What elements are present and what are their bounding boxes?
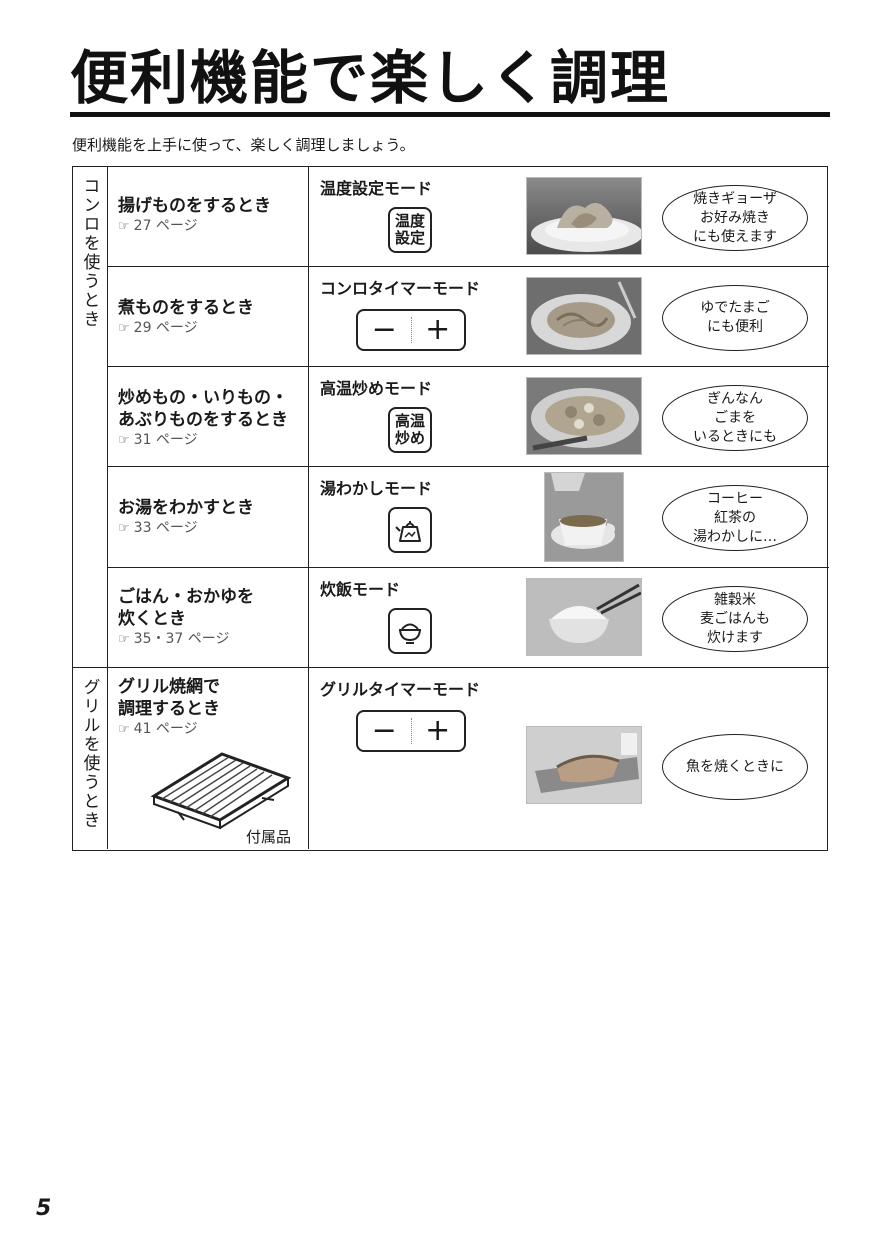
situation-cell: グリル焼網で 調理するとき ☞41 ページ <box>108 668 309 849</box>
mode-name: グリルタイマーモード <box>320 680 481 699</box>
pasta-photo <box>526 277 642 355</box>
boil-water-button <box>388 507 432 553</box>
button-divider <box>410 718 412 744</box>
situation-text: 煮ものをするとき <box>118 298 254 318</box>
section-label-cell: コンロを使うとき <box>73 167 108 667</box>
high-temp-stirfry-button: 高温 炒め <box>388 407 432 453</box>
pointing-hand-icon: ☞ <box>118 521 130 536</box>
plus-icon: + <box>425 312 451 347</box>
section-label: コンロを使うとき <box>79 177 100 329</box>
grilled-fish-photo <box>526 726 642 804</box>
rice-photo <box>526 578 642 656</box>
kettle-icon <box>395 521 421 542</box>
usage-tip-bubble: コーヒー 紅茶の 湯わかしに… <box>662 485 808 551</box>
page-subtitle: 便利機能を上手に使って、楽しく調理しましょう。 <box>72 136 415 154</box>
page-reference: ☞33 ページ <box>118 520 198 536</box>
page-reference: ☞31 ページ <box>118 432 198 448</box>
grill-rack-illustration <box>150 752 292 830</box>
pointing-hand-icon: ☞ <box>118 321 130 336</box>
table-row: ごはん・おかゆを 炊くとき ☞35・37 ページ 炊飯モード <box>108 568 829 668</box>
stove-timer-button: − + <box>356 309 466 351</box>
title-underline <box>70 112 830 117</box>
stirfry-photo <box>526 377 642 455</box>
table-row: 煮ものをするとき ☞29 ページ コンロタイマーモード − + ゆでたま <box>108 267 829 367</box>
table-row: 炒めもの・いりもの・ あぶりものをするとき ☞31 ページ 高温炒めモード 高温… <box>108 367 829 467</box>
mode-name: 湯わかしモード <box>320 479 433 498</box>
situation-text: 炒めもの・いりもの・ あぶりものをするとき <box>118 388 288 430</box>
table-row: 揚げものをするとき ☞27 ページ 温度設定モード 温度 設定 焼きギョーザ お… <box>108 167 829 267</box>
page-title: 便利機能で楽しく調理 <box>70 44 671 112</box>
situation-cell: 揚げものをするとき ☞27 ページ <box>108 167 309 266</box>
situation-text: お湯をわかすとき <box>118 498 254 518</box>
section-stove: コンロを使うとき 揚げものをするとき ☞27 ページ 温度設定モード 温度 設定 <box>73 167 829 668</box>
plus-icon: + <box>425 713 451 748</box>
situation-cell: お湯をわかすとき ☞33 ページ <box>108 467 309 567</box>
situation-text: グリル焼網で 調理するとき <box>118 677 220 719</box>
usage-tip-bubble: 焼きギョーザ お好み焼き にも使えます <box>662 185 808 251</box>
usage-tip-bubble: 魚を焼くときに <box>662 734 808 800</box>
rice-bowl-icon <box>399 623 421 644</box>
usage-tip-bubble: ゆでたまご にも便利 <box>662 285 808 351</box>
mode-name: 炊飯モード <box>320 580 401 599</box>
tempura-photo <box>526 177 642 255</box>
pointing-hand-icon: ☞ <box>118 433 130 448</box>
pointing-hand-icon: ☞ <box>118 632 130 647</box>
rice-cooking-button <box>388 608 432 654</box>
page-reference: ☞41 ページ <box>118 721 198 737</box>
usage-tip-bubble: 雑穀米 麦ごはんも 炊けます <box>662 586 808 652</box>
situation-text: 揚げものをするとき <box>118 196 271 216</box>
mode-name: コンロタイマーモード <box>320 279 481 298</box>
usage-tip-bubble: ぎんなん ごまを いるときにも <box>662 385 808 451</box>
page-reference: ☞35・37 ページ <box>118 631 230 647</box>
situation-cell: 炒めもの・いりもの・ あぶりものをするとき ☞31 ページ <box>108 367 309 466</box>
situation-cell: ごはん・おかゆを 炊くとき ☞35・37 ページ <box>108 568 309 668</box>
pointing-hand-icon: ☞ <box>118 722 130 737</box>
table-row: お湯をわかすとき ☞33 ページ 湯わかしモード <box>108 467 829 568</box>
minus-icon: − <box>371 312 397 347</box>
accessory-label: 付属品 <box>246 828 292 846</box>
pointing-hand-icon: ☞ <box>118 219 130 234</box>
temperature-setting-button: 温度 設定 <box>388 207 432 253</box>
mode-name: 高温炒めモード <box>320 379 433 398</box>
mode-name: 温度設定モード <box>320 179 433 198</box>
section-label-cell: グリルを使うとき <box>73 668 108 849</box>
grill-timer-button: − + <box>356 710 466 752</box>
page-reference: ☞27 ページ <box>118 218 198 234</box>
minus-icon: − <box>371 713 397 748</box>
button-divider <box>410 317 412 343</box>
situation-text: ごはん・おかゆを 炊くとき <box>118 587 254 629</box>
section-grill: グリルを使うとき グリル焼網で 調理するとき ☞41 ページ <box>73 668 826 849</box>
situation-cell: 煮ものをするとき ☞29 ページ <box>108 267 309 366</box>
section-label: グリルを使うとき <box>79 678 100 830</box>
feature-table: コンロを使うとき 揚げものをするとき ☞27 ページ 温度設定モード 温度 設定 <box>72 166 829 851</box>
table-row: グリル焼網で 調理するとき ☞41 ページ <box>108 668 826 849</box>
page-reference: ☞29 ページ <box>118 320 198 336</box>
page-number: 5 <box>36 1196 52 1221</box>
tea-photo <box>544 472 624 562</box>
